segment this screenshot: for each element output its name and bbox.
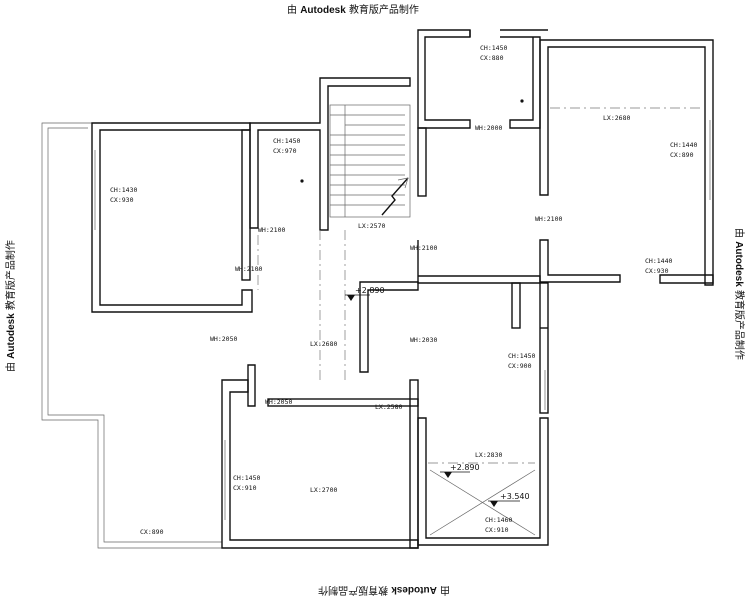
dimension-label: WH:2030 <box>410 336 437 344</box>
dimension-label: WH:2100 <box>535 215 562 223</box>
dimension-label: CX:930 <box>645 267 669 275</box>
dimension-label: CX:910 <box>485 526 509 534</box>
dimension-label: CX:880 <box>480 54 504 62</box>
dimension-label: CH:1440 <box>670 141 697 149</box>
dimension-label: WH:2000 <box>475 124 502 132</box>
dimension-label: LX:2700 <box>310 486 337 494</box>
dimension-label: WH:2100 <box>410 244 437 252</box>
dimension-label: CH:1450 <box>233 474 260 482</box>
bedroom-br-walls <box>417 417 549 546</box>
staircase <box>329 104 411 218</box>
dimension-label: CH:1450 <box>273 137 300 145</box>
dimension-label: CH:1440 <box>645 257 672 265</box>
balcony-outline <box>41 122 222 549</box>
dimension-label: CH:1430 <box>110 186 137 194</box>
elevation-marker-br-b: +3.540 <box>488 492 530 507</box>
center-partition <box>417 127 427 197</box>
dimension-label: CH:1450 <box>508 352 535 360</box>
watermark-bottom: 由 Autodesk 教育版产品制作 <box>318 584 450 597</box>
watermark-right: 由 Autodesk 教育版产品制作 <box>733 228 746 360</box>
dimension-label: CX:890 <box>140 528 164 536</box>
dimension-label: CX:890 <box>670 151 694 159</box>
dimension-label: LX:2680 <box>603 114 630 122</box>
watermark-left: 由 Autodesk 教育版产品制作 <box>4 240 17 372</box>
bathroom-top-walls <box>417 29 471 129</box>
dimension-label: WH:2050 <box>265 398 292 406</box>
dimension-label: WH:2100 <box>235 265 262 273</box>
svg-text:由 Autodesk 教育版产品制作: 由 Autodesk 教育版产品制作 <box>318 584 450 597</box>
dimension-label: WH:2050 <box>210 335 237 343</box>
dimension-label: CX:930 <box>110 196 134 204</box>
marker-dot <box>300 179 304 183</box>
dimension-label: CX:900 <box>508 362 532 370</box>
dimension-labels: CH:1450CX:880CH:1450CX:970CH:1430CX:930W… <box>110 44 697 536</box>
svg-text:+3.540: +3.540 <box>500 492 530 501</box>
dimension-label: CH:1460 <box>485 516 512 524</box>
elevation-marker-br-a: +2.890 <box>440 463 480 478</box>
dimension-label: LX:2580 <box>375 403 402 411</box>
bedroom-right-walls <box>539 39 714 286</box>
dimension-label: LX:2570 <box>358 222 385 230</box>
balcony-outline-inner <box>47 127 222 543</box>
dimension-label: CX:970 <box>273 147 297 155</box>
svg-text:由 Autodesk 教育版产品制作: 由 Autodesk 教育版产品制作 <box>733 228 746 360</box>
marker-dot <box>520 99 524 103</box>
watermark-top: 由 Autodesk 教育版产品制作 <box>287 3 419 16</box>
svg-text:+2.890: +2.890 <box>450 463 480 472</box>
dimension-label: CH:1450 <box>480 44 507 52</box>
svg-text:+2.890: +2.890 <box>355 286 385 295</box>
bedroom-left-partition <box>241 129 251 281</box>
dimension-label: LX:2830 <box>475 451 502 459</box>
stair-room-walls <box>249 77 411 231</box>
dimension-label: CX:910 <box>233 484 257 492</box>
dimension-label: WH:2100 <box>258 226 285 234</box>
svg-text:由 Autodesk 教育版产品制作: 由 Autodesk 教育版产品制作 <box>4 240 17 372</box>
elevation-marker-center: +2.890 <box>345 286 385 301</box>
svg-text:由 Autodesk 教育版产品制作: 由 Autodesk 教育版产品制作 <box>287 3 419 16</box>
bedroom-left-walls <box>91 122 253 313</box>
dimension-label: LX:2680 <box>310 340 337 348</box>
